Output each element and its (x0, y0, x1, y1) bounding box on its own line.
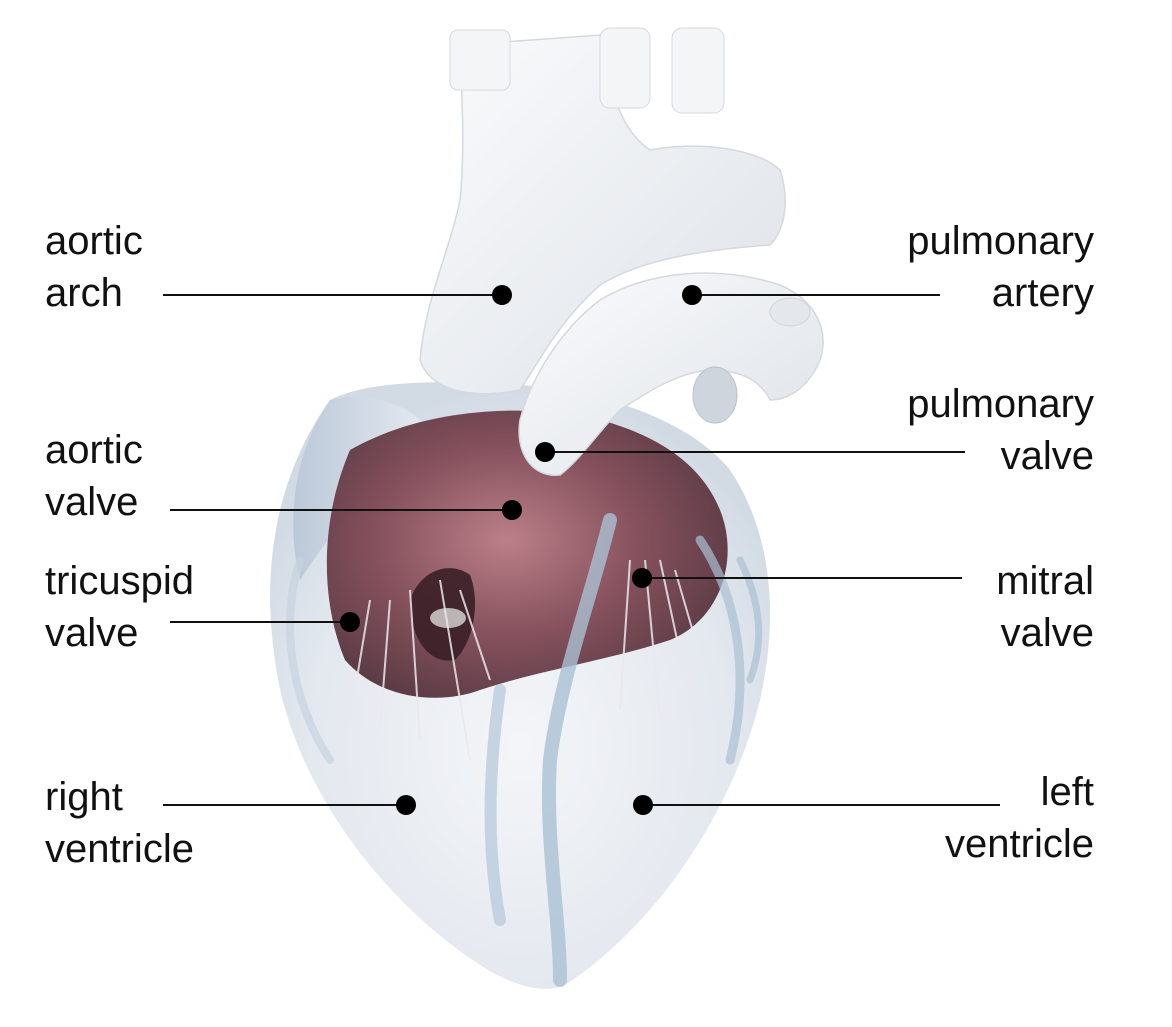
coronary-vessel-2 (484, 684, 506, 926)
label-right-ventricle: right ventricle (45, 771, 194, 875)
coronary-vessel-4 (286, 556, 334, 764)
label-pulmonary-valve-line1: pulmonary (907, 382, 1094, 426)
label-aortic-valve: aortic valve (45, 424, 143, 528)
label-aortic-arch-line1: aortic (45, 219, 143, 263)
pulmonary-artery-vessel (518, 272, 824, 476)
label-aortic-valve-line1: aortic (45, 428, 143, 472)
aortic-arch-vessel (419, 34, 786, 395)
label-tricuspid-valve-line1: tricuspid (45, 559, 194, 603)
label-right-ventricle-line2: ventricle (45, 827, 194, 871)
marker-pulmonary-valve (535, 442, 555, 462)
label-mitral-valve-line2: valve (1000, 611, 1094, 655)
label-right-ventricle-line1: right (45, 775, 123, 819)
label-pulmonary-artery-line1: pulmonary (907, 219, 1094, 263)
marker-mitral-valve (632, 568, 652, 588)
marker-left-ventricle (633, 795, 653, 815)
marker-right-ventricle (396, 795, 416, 815)
marker-aortic-arch (492, 285, 512, 305)
marker-dots (340, 285, 702, 815)
subclavian-vessel (671, 27, 725, 114)
label-left-ventricle-line2: ventricle (945, 822, 1094, 866)
marker-tricuspid-valve (340, 612, 360, 632)
label-pulmonary-valve: pulmonary valve (907, 378, 1094, 482)
label-tricuspid-valve-line2: valve (45, 611, 139, 655)
leader-lines (163, 294, 1000, 806)
label-mitral-valve: mitral valve (996, 555, 1094, 659)
chordae-tendineae (349, 559, 711, 761)
label-aortic-arch-line2: arch (45, 271, 123, 315)
marker-aortic-valve (502, 500, 522, 520)
marker-pulmonary-artery (682, 285, 702, 305)
pulmonary-vein-opening (692, 366, 738, 424)
label-aortic-valve-line2: valve (45, 480, 139, 524)
label-pulmonary-artery-line2: artery (991, 271, 1094, 315)
coronary-vessel-5 (736, 556, 763, 684)
pulmonary-branch-opening (769, 297, 811, 327)
label-mitral-valve-line1: mitral (996, 559, 1094, 603)
coronary-vessel-3 (695, 535, 745, 765)
coronary-vessel-1 (541, 513, 617, 987)
label-tricuspid-valve: tricuspid valve (45, 555, 194, 659)
label-pulmonary-artery: pulmonary artery (907, 215, 1094, 319)
carotid-vessel (599, 27, 651, 109)
label-pulmonary-valve-line2: valve (1000, 434, 1094, 478)
label-left-ventricle-line1: left (1040, 770, 1094, 814)
label-aortic-arch: aortic arch (45, 215, 143, 319)
brachiocephalic-vessel (449, 29, 511, 91)
label-left-ventricle: left ventricle (945, 766, 1094, 870)
tricuspid-highlight (430, 608, 466, 628)
